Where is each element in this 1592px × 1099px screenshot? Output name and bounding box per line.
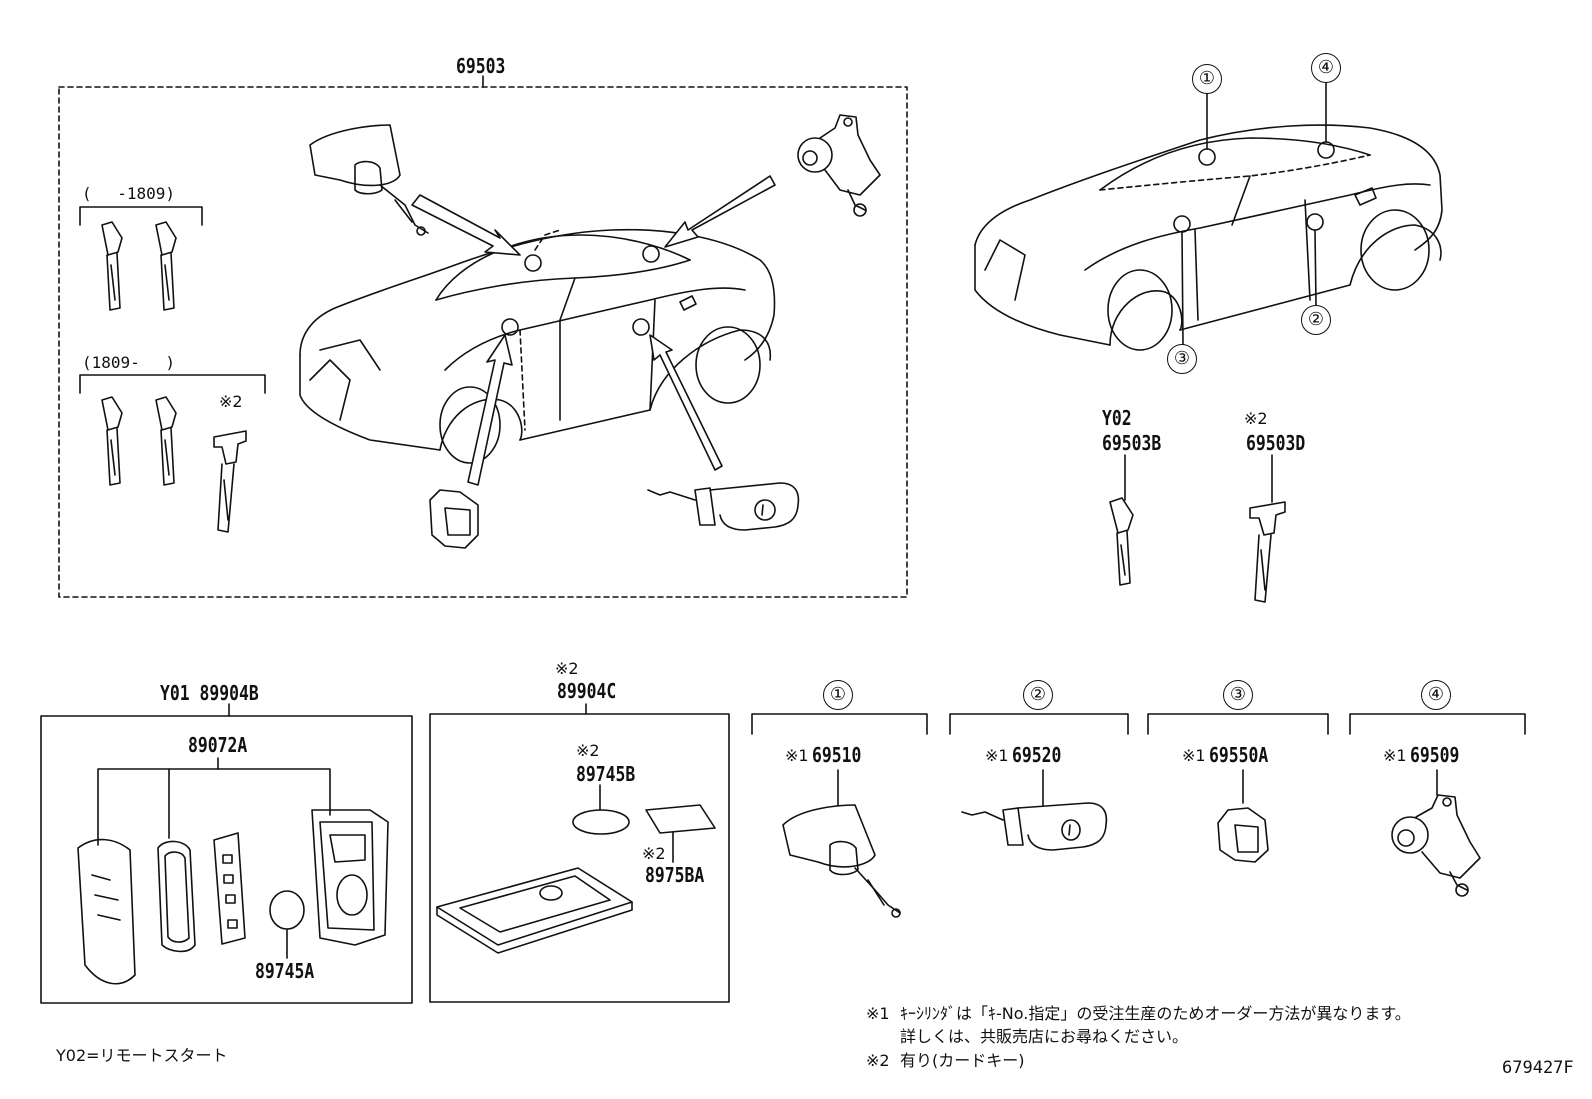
cylinder-69550A xyxy=(1217,807,1269,863)
cylinder-2-number: ② xyxy=(1023,680,1053,710)
lock-point-3 xyxy=(501,318,519,336)
note-2-text: 有り(カードキー) xyxy=(900,1051,1025,1070)
cylinder-1-mark: ※1 xyxy=(785,746,809,765)
main-assembly-box xyxy=(58,86,908,598)
note-y02: Y02=リモートスタート xyxy=(56,1046,228,1065)
remote-frame xyxy=(157,840,196,953)
remote-box xyxy=(40,715,413,1004)
cylinder-small-main xyxy=(429,489,479,549)
remote-housing xyxy=(311,809,389,946)
figure-code: 679427F xyxy=(1502,1058,1574,1078)
ignition-cylinder-main xyxy=(309,124,429,236)
card-battery-mark: ※2 xyxy=(576,741,600,760)
card-key-mark: ※2 xyxy=(1244,409,1268,428)
lock-point-sec-1 xyxy=(1198,148,1216,166)
key-new-1 xyxy=(101,396,123,486)
card-sticker xyxy=(645,804,716,834)
arrow-door-lock-left xyxy=(467,334,513,486)
card-kit-mark: ※2 xyxy=(555,659,579,678)
note-1-mark: ※1 xyxy=(866,1004,890,1023)
ignition-cylinder-69510 xyxy=(782,804,901,918)
lock-point-sec-2 xyxy=(1306,213,1324,231)
card-sticker-part: 8975BA xyxy=(645,863,705,887)
card-key-note-mark: ※2 xyxy=(219,392,243,411)
lock-point-sec-3 xyxy=(1173,215,1191,233)
lock-point-1 xyxy=(524,254,542,272)
card-battery-b xyxy=(572,809,630,835)
cylinder-4-number: ④ xyxy=(1421,680,1451,710)
remote-circuit-board xyxy=(213,832,246,945)
remote-case-part: 89072A xyxy=(188,733,248,757)
trunk-lock-main xyxy=(647,482,800,531)
card-key-blade-main xyxy=(213,430,247,533)
remote-start-key-part: 69503B xyxy=(1102,431,1162,455)
cylinder-2-mark: ※1 xyxy=(985,746,1009,765)
bracket-cyl-3 xyxy=(1147,713,1329,735)
remote-start-prefix: Y02 xyxy=(1102,406,1132,430)
cylinder-1-part: 69510 xyxy=(812,743,862,767)
card-key-tray xyxy=(436,867,633,954)
card-battery-part: 89745B xyxy=(576,762,636,786)
circled-number-2: ② xyxy=(1301,305,1331,335)
trunk-lock-69520 xyxy=(961,802,1108,851)
new-keys-range-label: (1809- ) xyxy=(82,353,176,372)
bracket-old-keys xyxy=(79,206,203,226)
card-sticker-mark: ※2 xyxy=(642,844,666,863)
door-cylinder-69509 xyxy=(1391,794,1481,897)
cylinder-3-number: ③ xyxy=(1223,680,1253,710)
bracket-cyl-1 xyxy=(751,713,928,735)
arrow-door-lock-right xyxy=(649,334,723,471)
card-key-box xyxy=(429,713,730,1003)
key-new-2 xyxy=(155,396,177,486)
card-key-part: 69503D xyxy=(1246,431,1306,455)
key-old-1 xyxy=(101,221,123,311)
note-2-mark: ※2 xyxy=(866,1051,890,1070)
remote-battery-a xyxy=(269,890,305,930)
circled-number-3: ③ xyxy=(1167,344,1197,374)
note-1-line-1: ｷｰｼﾘﾝﾀﾞは「ｷ-No.指定」の受注生産のためオーダー方法が異なります。 xyxy=(900,1004,1411,1023)
lock-point-4 xyxy=(642,245,660,263)
door-cylinder-main xyxy=(797,114,881,217)
cylinder-1-number: ① xyxy=(823,680,853,710)
car-secondary xyxy=(974,124,1443,351)
circled-number-1: ① xyxy=(1192,64,1222,94)
key-old-2 xyxy=(155,221,177,311)
circled-number-4: ④ xyxy=(1311,53,1341,83)
lock-point-2 xyxy=(632,318,650,336)
cylinder-3-part: 69550A xyxy=(1209,743,1269,767)
cylinder-4-part: 69509 xyxy=(1410,743,1460,767)
card-kit-part: 89904C xyxy=(557,679,617,703)
arrow-ignition xyxy=(411,194,521,256)
cylinder-2-part: 69520 xyxy=(1012,743,1062,767)
cylinder-3-mark: ※1 xyxy=(1182,746,1206,765)
note-1-line-2: 詳しくは、共販売店にお尋ねください。 xyxy=(900,1027,1189,1046)
remote-battery-part: 89745A xyxy=(255,959,315,983)
remote-kit-part: Y01 89904B xyxy=(160,681,259,705)
key-remote-start xyxy=(1109,497,1134,586)
remote-shell-front xyxy=(77,838,136,985)
bracket-new-keys xyxy=(79,374,266,394)
arrow-trunk-lock xyxy=(664,175,776,248)
remote-case-bracket xyxy=(97,768,331,846)
cylinder-4-mark: ※1 xyxy=(1383,746,1407,765)
card-key-blade-separate xyxy=(1249,501,1286,603)
bracket-cyl-4 xyxy=(1349,713,1526,735)
old-keys-range-label: ( -1809) xyxy=(82,184,176,203)
bracket-cyl-2 xyxy=(949,713,1129,735)
main-assembly-part-number: 69503 xyxy=(456,54,506,78)
